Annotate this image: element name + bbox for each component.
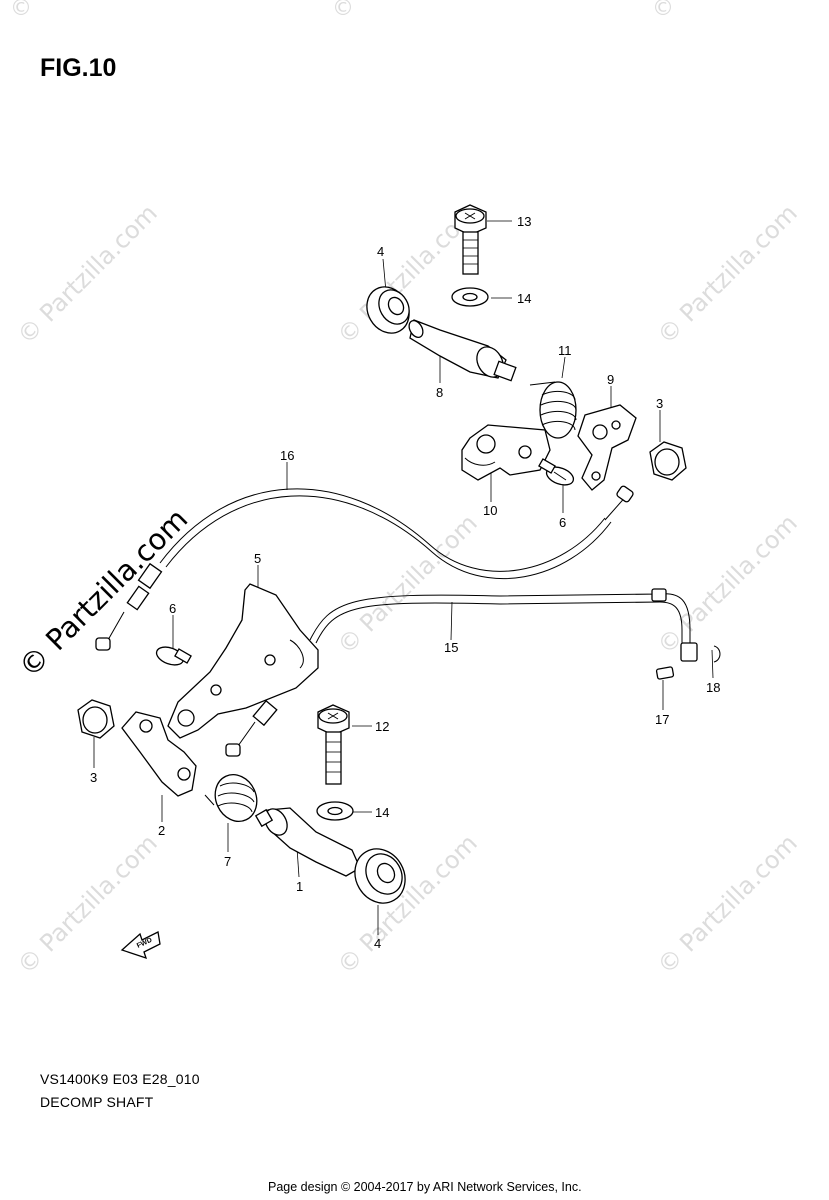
shaft-1 [254,807,361,877]
nut-3-right [649,441,687,481]
screw-6-left [155,646,192,666]
screw-6-right [538,458,575,486]
callout-11: 11 [558,343,572,358]
bearing-4-lower [354,848,406,904]
bolt-13 [454,204,487,275]
shaft-8 [408,319,517,382]
washer-14-lower [316,801,354,821]
callout-12: 12 [375,719,389,734]
bracket-10 [461,424,551,481]
diagram-name: DECOMP SHAFT [40,1094,154,1110]
callout-13: 13 [517,214,531,229]
callout-2: 2 [158,823,165,838]
rod-15 [309,588,721,680]
callout-18: 18 [706,680,720,695]
watermark-corner-mark: © [10,0,32,21]
callout-4: 4 [377,244,384,259]
cable-16 [95,485,634,651]
fwd-arrow-icon: FWD [120,931,161,960]
callout-8: 8 [436,385,443,400]
plate-2 [121,711,197,797]
cable-end-5 [225,699,278,757]
nut-3-left [77,699,115,739]
callout-16: 16 [280,448,294,463]
callout-6: 6 [169,601,176,616]
figure-title: FIG.10 [40,54,117,82]
callout-17: 17 [655,712,669,727]
callout-14: 14 [375,805,389,820]
callout-7: 7 [224,854,231,869]
callout-15: 15 [444,640,458,655]
spring-7 [204,774,258,822]
watermark-corner-mark: © [332,0,354,21]
bracket-5 [167,583,319,739]
callout-3: 3 [656,396,663,411]
washer-14-top [451,287,489,307]
callout-3: 3 [90,770,97,785]
watermark-corner-mark: © [652,0,674,21]
bolt-12 [317,704,350,785]
callout-6: 6 [559,515,566,530]
callout-9: 9 [607,372,614,387]
callout-labels: 13 14 4 8 11 9 3 10 6 16 5 15 6 12 14 3 … [90,214,720,951]
bearing-4-top [366,286,410,334]
callout-14: 14 [517,291,531,306]
leader-lines [93,220,714,935]
callout-1: 1 [296,879,303,894]
page-credit: Page design © 2004-2017 by ARI Network S… [268,1180,582,1194]
callout-10: 10 [483,503,497,518]
callout-4: 4 [374,936,381,951]
spring-11 [529,381,577,439]
callout-5: 5 [254,551,261,566]
plate-9 [577,404,637,491]
diagram-code: VS1400K9 E03 E28_010 [40,1071,200,1087]
